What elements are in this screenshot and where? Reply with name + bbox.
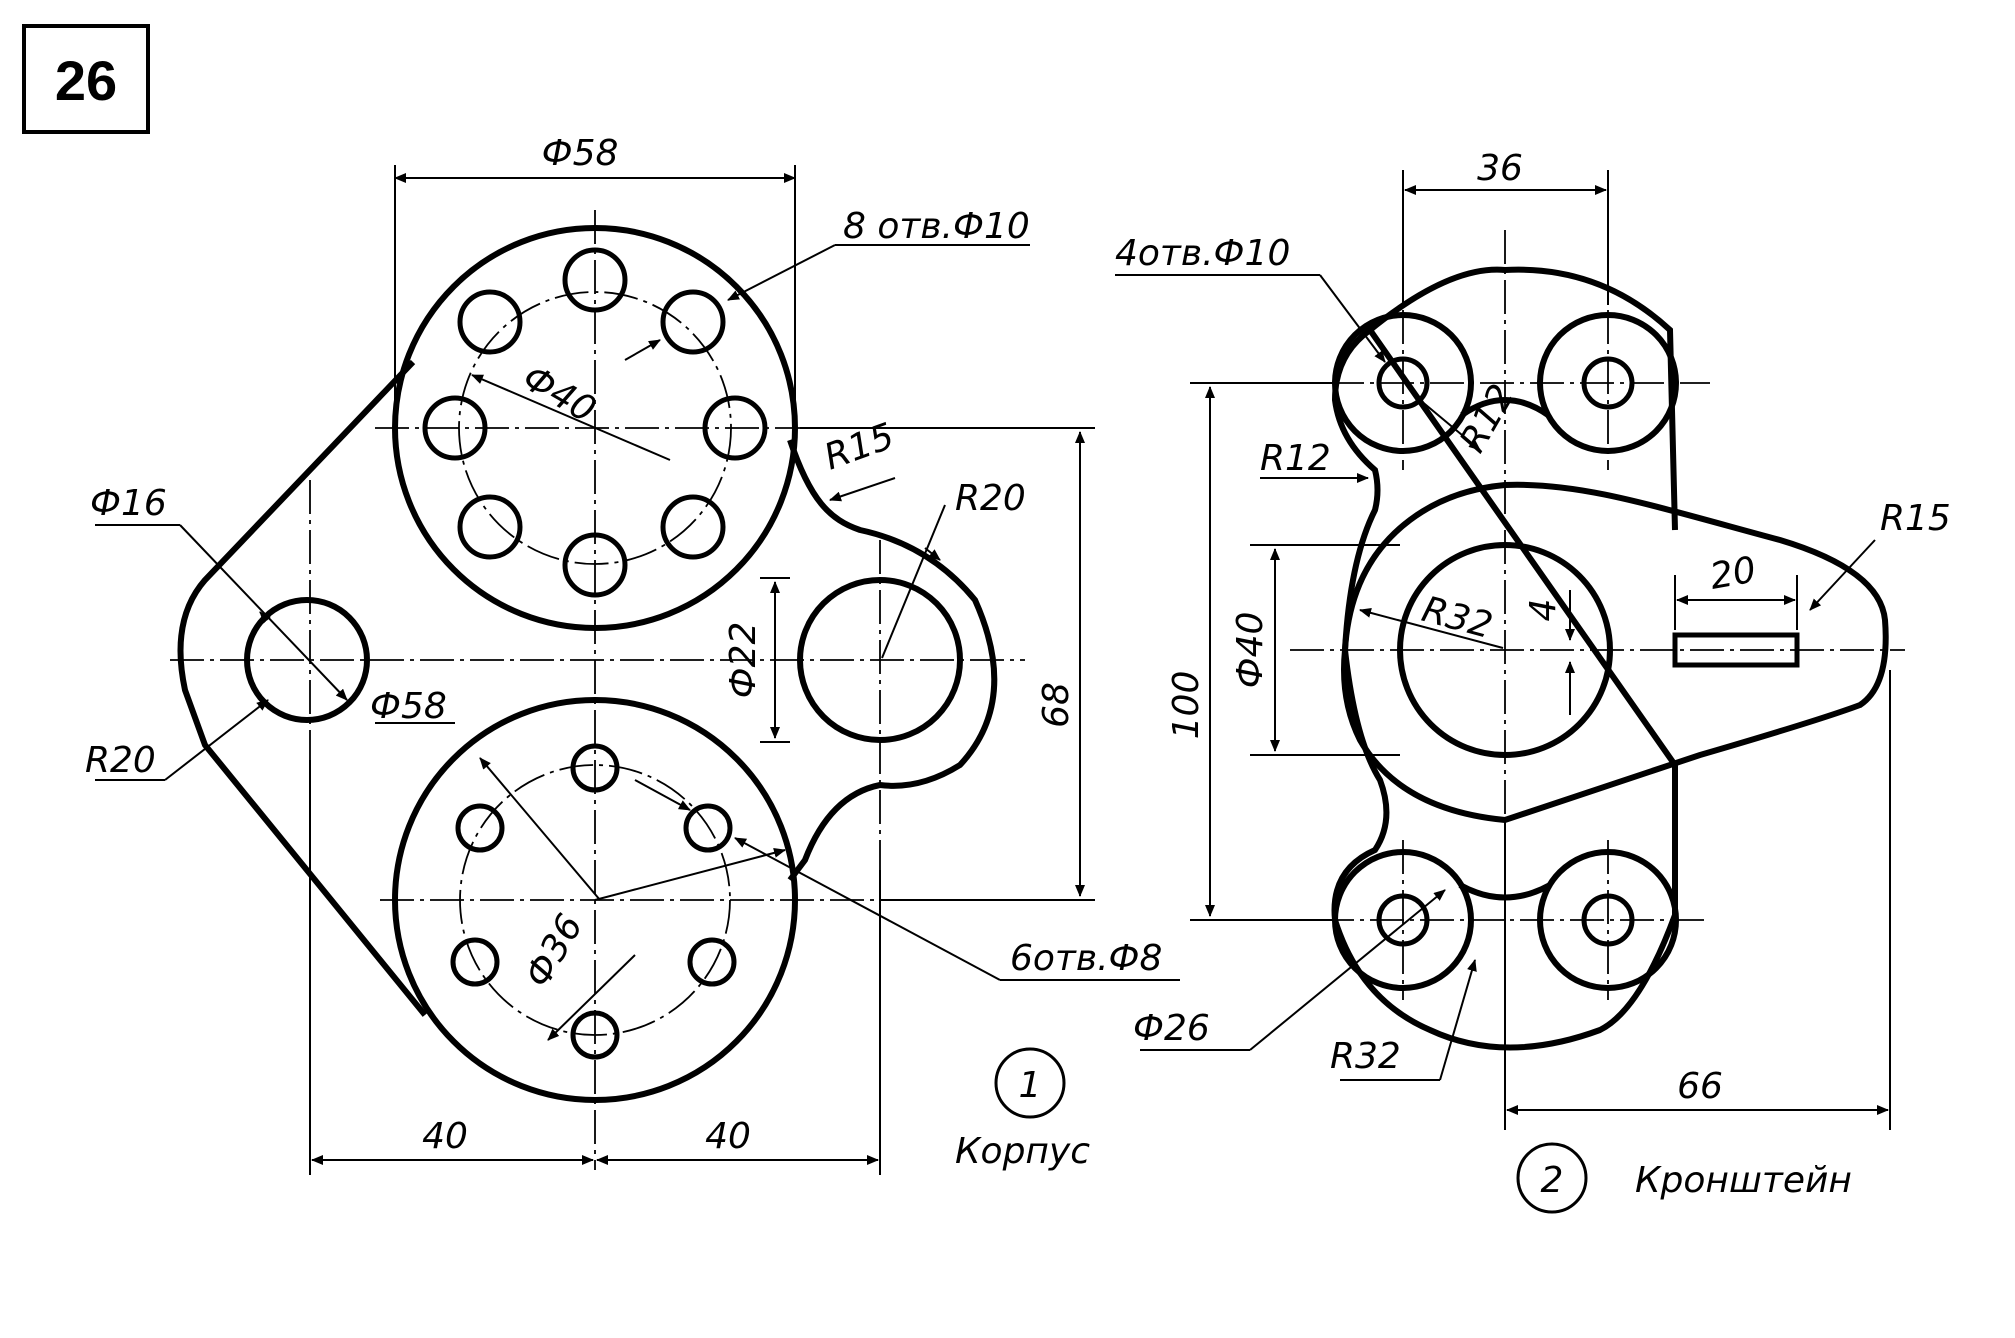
part1-dim-phi58-top: Ф58 <box>542 133 619 174</box>
part1-body: Ф58 8 отв.Ф10 Ф40 R15 R20 Ф16 Ф58 Ф22 68… <box>85 133 1180 1175</box>
part2-bracket: 36 4отв.Ф10 R12 R12 R15 20 Ф40 R32 4 100… <box>1115 148 1951 1214</box>
part2-outline <box>1331 266 1678 1051</box>
part2-top-arc <box>1460 397 1550 418</box>
part2-name: Кронштейн <box>1635 1160 1852 1201</box>
part1-dim-68: 68 <box>1036 682 1077 728</box>
part2-slot <box>1672 632 1800 668</box>
part2-dim-holes4: 4отв.Ф10 <box>1115 233 1290 274</box>
part1-dim-r20-right: R20 <box>955 478 1026 519</box>
part1-index-circle <box>994 1047 1066 1119</box>
part2-extension-lines <box>1190 170 1891 1130</box>
part1-dim-40-left: 40 <box>422 1116 468 1157</box>
part2-dim-20: 20 <box>1707 550 1759 598</box>
part2-hole-bl <box>1376 893 1430 947</box>
part1-dim-phi16: Ф16 <box>90 483 167 524</box>
part2-dim-r32-out: R32 <box>1330 1036 1401 1077</box>
part1-dim-holes8: 8 отв.Ф10 <box>843 206 1030 247</box>
part2-hole-tl <box>1376 356 1430 410</box>
part1-dimension-lines <box>95 173 1180 1165</box>
part2-bore <box>1397 542 1613 758</box>
part1-dim-holes6: 6отв.Ф8 <box>1010 938 1162 979</box>
part1-dim-phi58-bottom: Ф58 <box>370 686 447 727</box>
part2-dim-r32-in: R32 <box>1418 589 1497 647</box>
part1-right-lobe <box>787 439 998 882</box>
part2-dim-phi40: Ф40 <box>1230 612 1271 689</box>
sheet-number-box: 26 <box>22 24 150 134</box>
part2-index: 2 <box>1541 1160 1564 1201</box>
part1-outline <box>177 359 428 1017</box>
part2-dim-4: 4 <box>1523 599 1564 622</box>
part2-dim-phi26: Ф26 <box>1133 1008 1210 1049</box>
part2-section <box>1341 481 1889 824</box>
part1-dim-40-right: 40 <box>705 1116 751 1157</box>
part2-top-right-lobe <box>1537 312 1679 454</box>
part2-index-circle <box>1516 1142 1588 1214</box>
part2-dim-66: 66 <box>1677 1066 1723 1107</box>
part2-hole-br <box>1581 893 1635 947</box>
part2-dim-100: 100 <box>1166 671 1207 740</box>
part1-left-hole <box>244 597 370 723</box>
part1-index: 1 <box>1019 1065 1042 1106</box>
part2-dim-r12-left: R12 <box>1260 438 1331 479</box>
part1-extension-lines <box>309 165 1095 1175</box>
part1-right-hole <box>797 577 963 743</box>
part1-dim-r15: R15 <box>819 416 900 479</box>
part1-dim-phi36: Ф36 <box>517 907 591 994</box>
part1-dim-r20-left: R20 <box>85 740 156 781</box>
part2-dim-36: 36 <box>1477 148 1523 189</box>
part2-bottom-right-lobe <box>1537 849 1679 991</box>
part1-name: Корпус <box>955 1131 1090 1172</box>
part1-bottom-holes <box>450 743 737 1060</box>
part2-hole-tr <box>1581 356 1635 410</box>
part2-dim-r15: R15 <box>1880 498 1951 539</box>
part1-dim-phi22: Ф22 <box>723 622 764 699</box>
part1-top-flange <box>392 225 798 631</box>
sheet-number: 26 <box>55 49 117 112</box>
part2-dimension-lines <box>1115 185 1889 1115</box>
part1-dim-phi40: Ф40 <box>516 357 603 431</box>
part1-top-holes <box>422 247 768 598</box>
part1-bottom-flange <box>392 697 798 1103</box>
